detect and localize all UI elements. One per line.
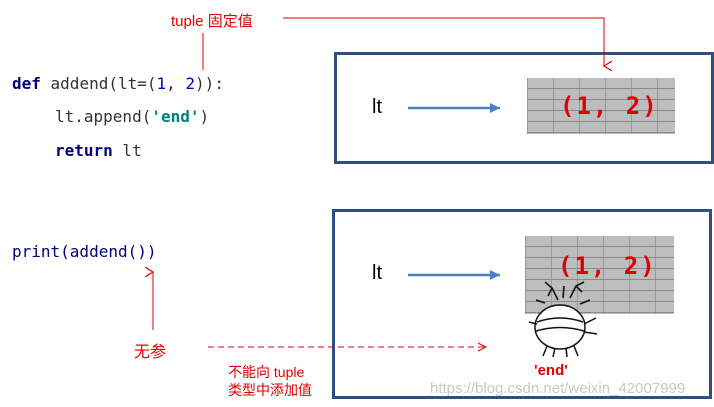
return-value: lt	[112, 141, 142, 160]
return-line: return lt	[55, 141, 142, 161]
append-line: lt.append('end')	[55, 107, 209, 127]
watermark: https://blog.csdn.net/weixin_42007999	[430, 380, 686, 397]
brick-wall-bottom	[525, 236, 674, 314]
end-value-label: 'end'	[534, 362, 568, 379]
default-num-2: 2	[185, 74, 196, 93]
print-call-line: print(addend())	[12, 242, 157, 261]
append-call: lt.append(	[55, 107, 152, 126]
default-num-1: 1	[156, 74, 167, 93]
tuple-fixed-annotation: tuple 固定值	[171, 13, 253, 30]
brick-wall-top	[527, 78, 675, 134]
tuple-value-bottom: (1, 2)	[558, 252, 657, 280]
lt-variable-label-top: lt	[372, 96, 382, 118]
function-signature: addend(lt=(	[40, 74, 157, 93]
cannot-add-annotation-line1: 不能向 tuple	[228, 364, 305, 380]
append-close: )	[199, 107, 210, 126]
tuple-separator: ,	[166, 74, 186, 93]
end-string: 'end'	[151, 107, 200, 126]
tuple-value-top: (1, 2)	[560, 92, 659, 120]
return-keyword: return	[55, 141, 113, 160]
lt-variable-label-bottom: lt	[372, 262, 382, 284]
cannot-add-annotation-line2: 类型中添加值	[228, 382, 312, 398]
function-def-line: def addend(lt=(1, 2)):	[12, 74, 224, 94]
no-args-annotation: 无参	[134, 344, 167, 361]
signature-tail: )):	[195, 74, 224, 93]
def-keyword: def	[12, 74, 41, 93]
